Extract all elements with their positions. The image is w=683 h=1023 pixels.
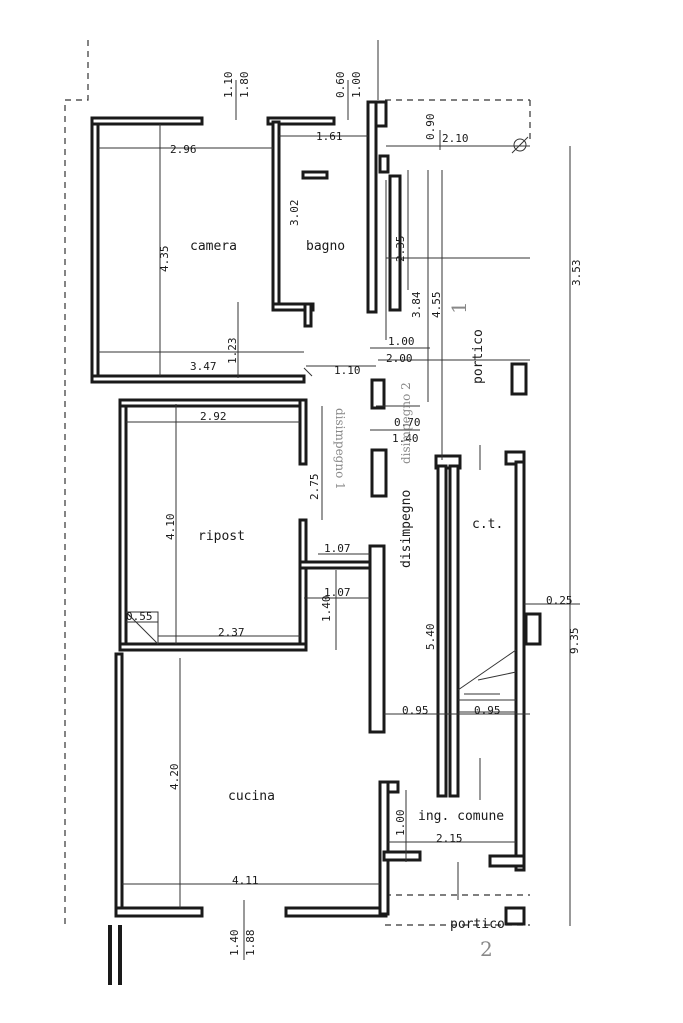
property-boundary [64,40,531,926]
dim-2-96: 2.96 [170,143,197,156]
dim-2-00: 2.00 [386,352,413,365]
dimension-labels: 2.96 1.61 2.10 3.47 1.10 1.00 2.00 2.92 … [126,130,573,887]
dim-1-61: 1.61 [316,130,343,143]
room-label-camera: camera [190,239,237,254]
dim-3-02: 3.02 [288,200,301,227]
dim-0-60-top: 0.60 [334,72,347,99]
dim-1-88-bottom: 1.88 [244,930,257,957]
dim-2-37: 2.37 [218,626,245,639]
dim-1-80-top: 1.80 [238,72,251,99]
dim-1-00-top: 1.00 [350,72,363,99]
cucina-walls [114,652,422,918]
dim-0-95-b: 0.95 [474,704,501,717]
room-label-disimpegno: disimpegno [399,490,414,568]
bagno-walls [366,100,402,498]
dimension-lines [98,80,580,960]
dim-1-10-mid: 1.10 [334,364,361,377]
dim-4-11: 4.11 [232,874,259,887]
dim-1-00-low: 1.00 [394,810,407,837]
dim-3-47: 3.47 [190,360,217,373]
dim-1-00-mid: 1.00 [388,335,415,348]
camera-walls [90,116,336,384]
dim-2-15: 2.15 [436,832,463,845]
dim-1-07-a: 1.07 [324,542,351,555]
exterior-walls [108,925,122,985]
dim-2-35: 2.35 [394,236,407,263]
room-labels: camera bagno ripost cucina c.t. ing. com… [190,239,505,932]
dim-2-75: 2.75 [308,474,321,501]
handwritten-1-top: 1 [447,301,471,314]
dim-2-92: 2.92 [200,410,227,423]
handwritten-disimpegno-2: disimpegno 2 [399,382,413,464]
dim-1-23: 1.23 [226,338,239,365]
room-label-ing-comune: ing. comune [418,809,504,824]
room-label-cucina: cucina [228,789,275,804]
dim-4-20: 4.20 [168,764,181,791]
dim-1-40-bottom: 1.40 [228,930,241,957]
room-label-bagno: bagno [306,239,345,254]
dimension-labels-vertical: 1.10 1.80 0.60 1.00 0.90 4.35 3.02 2.35 … [158,72,583,957]
dim-1-10-top: 1.10 [222,72,235,99]
handwritten-disimpegno-1: disimpegno 1 [333,408,347,490]
handwritten-annotations: 1 disimpegno 1 disimpegno 2 2 [333,301,493,961]
stair-walls [434,362,542,926]
dim-0-25: 0.25 [546,594,573,607]
dim-0-95-a: 0.95 [402,704,429,717]
ripost-walls [118,398,386,734]
dim-2-10: 2.10 [442,132,469,145]
dim-1-07-b: 1.07 [324,586,351,599]
dim-0-90: 0.90 [424,114,437,141]
dim-3-53: 3.53 [570,260,583,287]
handwritten-2-bottom: 2 [480,937,493,961]
room-label-ct: c.t. [472,517,503,532]
dim-0-55: 0.55 [126,610,153,623]
room-label-portico-bottom: portico [450,917,505,932]
dim-5-40: 5.40 [424,624,437,651]
dim-3-84: 3.84 [410,291,423,318]
dim-1-40-low: 1.40 [320,596,333,623]
room-label-portico-top: portico [471,329,486,384]
dim-9-35: 9.35 [568,628,581,655]
dim-0-70: 0.70 [394,416,421,429]
dim-4-10: 4.10 [164,514,177,541]
dim-4-35: 4.35 [158,246,171,273]
dim-4-55: 4.55 [430,292,443,319]
dim-1-40-mid: 1.40 [392,432,419,445]
room-label-ripost: ripost [198,529,245,544]
